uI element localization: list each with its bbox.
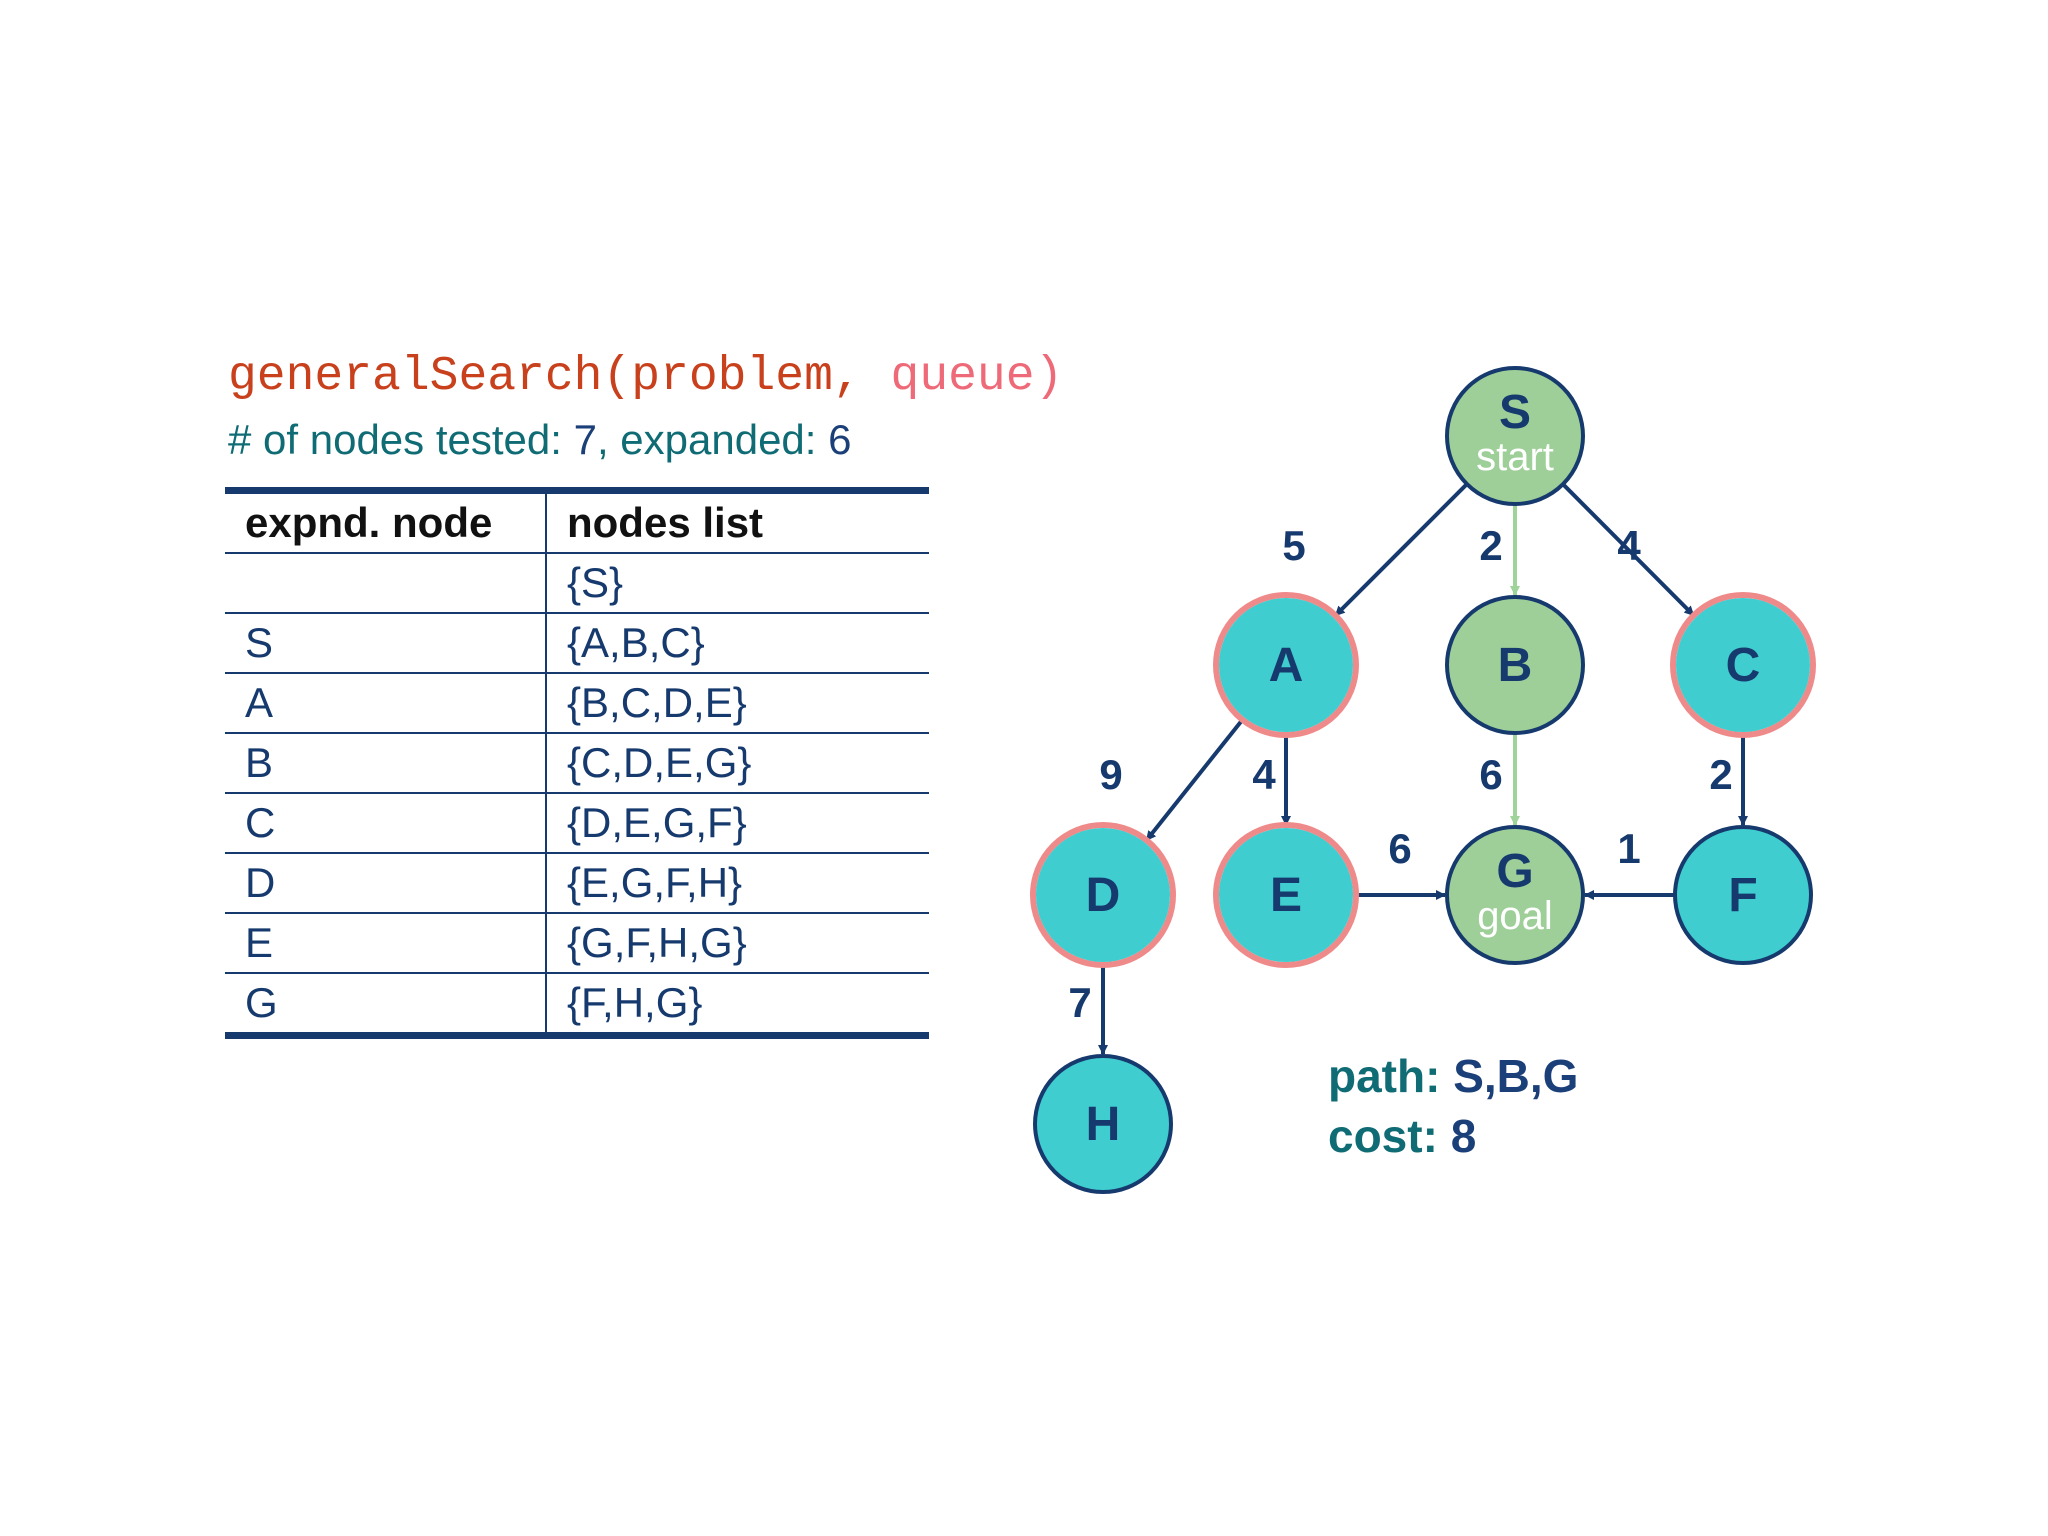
table-row: B{C,D,E,G} bbox=[225, 733, 929, 794]
node-e: E bbox=[1213, 822, 1359, 968]
nodes-list-cell: {S} bbox=[546, 553, 929, 614]
node-f: F bbox=[1673, 825, 1813, 965]
node-b: B bbox=[1445, 595, 1585, 735]
edge-cost-c-f: 2 bbox=[1709, 751, 1732, 798]
edge-cost-layer: 5 2 4 9 4 6 2 6 1 7 bbox=[1068, 522, 1732, 1026]
node-sublabel: goal bbox=[1477, 894, 1553, 938]
node-label: S bbox=[1499, 386, 1531, 439]
expanded-ring bbox=[1213, 822, 1359, 968]
stats-middle: , expanded: bbox=[596, 416, 829, 463]
nodes-list-cell: {C,D,E,G} bbox=[546, 733, 929, 794]
table-row: A{B,C,D,E} bbox=[225, 673, 929, 734]
nodes-list-cell: {E,G,F,H} bbox=[546, 853, 929, 914]
expanded-node-cell: A bbox=[225, 673, 547, 734]
cost-label: cost: bbox=[1328, 1110, 1438, 1162]
table-row: {S} bbox=[225, 553, 929, 614]
edge-s-a bbox=[1334, 482, 1469, 617]
node-c: C bbox=[1670, 592, 1816, 738]
node-circle bbox=[1673, 825, 1813, 965]
edge-cost-s-b: 2 bbox=[1479, 522, 1502, 569]
expanded-node-cell: D bbox=[225, 853, 547, 914]
nodes-list-cell: {A,B,C} bbox=[546, 613, 929, 674]
node-label: E bbox=[1270, 869, 1302, 922]
node-label: C bbox=[1726, 639, 1761, 692]
node-circle bbox=[1033, 1054, 1173, 1194]
expanded-ring bbox=[1213, 592, 1359, 738]
expanded-ring bbox=[1030, 822, 1176, 968]
expanded-node-cell bbox=[225, 553, 547, 614]
expanded-node-cell: S bbox=[225, 613, 547, 674]
edge-cost-a-d: 9 bbox=[1099, 751, 1122, 798]
function-signature: generalSearch(problem, queue) bbox=[228, 350, 1063, 404]
edge-cost-d-h: 7 bbox=[1068, 979, 1091, 1026]
edge-a-d bbox=[1145, 716, 1246, 842]
edge-layer bbox=[1098, 482, 1748, 1055]
table-row: S{A,B,C} bbox=[225, 613, 929, 674]
node-circle bbox=[1219, 598, 1353, 732]
result-cost: cost: 8 bbox=[1328, 1106, 1578, 1166]
search-stats: # of nodes tested: 7, expanded: 6 bbox=[228, 416, 851, 464]
node-circle bbox=[1219, 828, 1353, 962]
node-circle bbox=[1036, 828, 1170, 962]
function-argument: queue) bbox=[861, 350, 1064, 404]
result-path: path: S,B,G bbox=[1328, 1046, 1578, 1106]
cost-value: 8 bbox=[1450, 1110, 1477, 1162]
table-header-row: expnd. node nodes list bbox=[225, 490, 929, 554]
table-row: G {F,H,G} bbox=[225, 973, 929, 1036]
search-result: path: S,B,G cost: 8 bbox=[1328, 1046, 1578, 1166]
table-row: E{G,F,H,G} bbox=[225, 913, 929, 974]
edge-cost-b-g: 6 bbox=[1479, 751, 1502, 798]
node-circle bbox=[1445, 595, 1585, 735]
edge-cost-s-a: 5 bbox=[1282, 522, 1305, 569]
edge-cost-s-c: 4 bbox=[1617, 522, 1641, 569]
node-circle bbox=[1445, 825, 1585, 965]
search-trace-table: expnd. node nodes list {S} S{A,B,C} A{B,… bbox=[225, 487, 929, 1039]
expanded-ring bbox=[1670, 592, 1816, 738]
expanded-node-cell: B bbox=[225, 733, 547, 794]
nodes-list-cell: {G,F,H,G} bbox=[546, 913, 929, 974]
table-row: C{D,E,G,F} bbox=[225, 793, 929, 854]
column-header-expanded-node: expnd. node bbox=[225, 490, 547, 554]
path-value: S,B,G bbox=[1453, 1050, 1579, 1102]
expanded-node-cell: C bbox=[225, 793, 547, 854]
expanded-node-cell: E bbox=[225, 913, 547, 974]
nodes-list-cell: {D,E,G,F} bbox=[546, 793, 929, 854]
function-name: generalSearch(problem, bbox=[228, 350, 862, 404]
stats-label: # of nodes tested: bbox=[228, 416, 574, 463]
edge-cost-f-g: 1 bbox=[1617, 825, 1640, 872]
expanded-node-cell: G bbox=[225, 973, 547, 1036]
node-circle bbox=[1676, 598, 1810, 732]
nodes-list-cell: {B,C,D,E} bbox=[546, 673, 929, 734]
node-label: G bbox=[1496, 845, 1533, 898]
edge-s-c bbox=[1561, 482, 1696, 617]
stats-tested: 7 bbox=[573, 416, 597, 463]
edge-cost-a-e: 4 bbox=[1252, 751, 1276, 798]
node-d: D bbox=[1030, 822, 1176, 968]
node-label: A bbox=[1269, 639, 1304, 692]
stats-expanded: 6 bbox=[828, 416, 852, 463]
node-label: H bbox=[1086, 1098, 1121, 1151]
node-label: F bbox=[1728, 869, 1757, 922]
column-header-nodes-list: nodes list bbox=[546, 490, 929, 554]
node-sublabel: start bbox=[1476, 435, 1554, 479]
node-circle bbox=[1445, 366, 1585, 506]
table-row: D{E,G,F,H} bbox=[225, 853, 929, 914]
node-label: D bbox=[1086, 869, 1121, 922]
node-h: H bbox=[1033, 1054, 1173, 1194]
node-a: A bbox=[1213, 592, 1359, 738]
nodes-list-cell: {F,H,G} bbox=[567, 979, 703, 1026]
node-label: B bbox=[1498, 639, 1533, 692]
edge-cost-e-g: 6 bbox=[1388, 825, 1411, 872]
path-label: path: bbox=[1328, 1050, 1441, 1102]
